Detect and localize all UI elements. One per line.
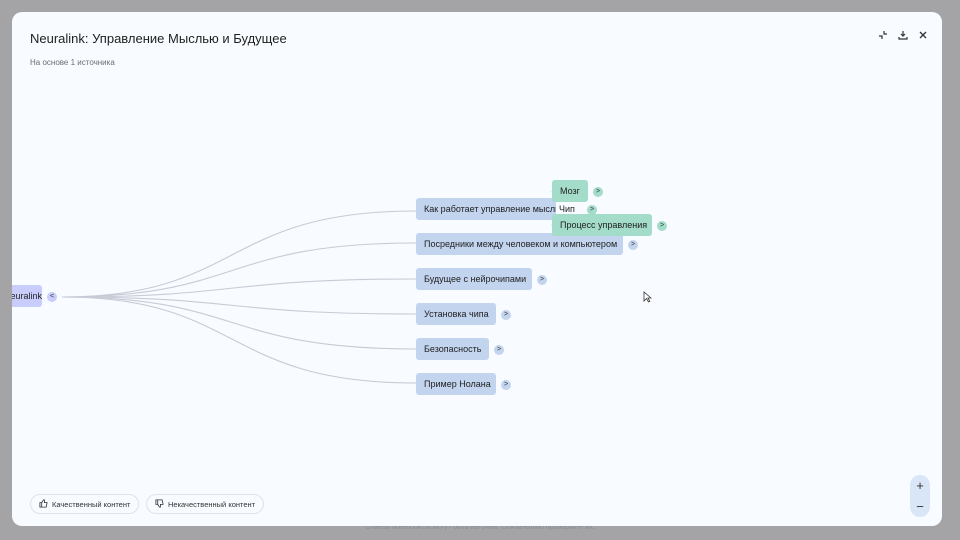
sub-node-brain[interactable]: Мозг <box>552 180 588 202</box>
mindmap-root-node[interactable]: Neuralink <box>12 285 42 307</box>
branch-node-control[interactable]: Как работает управление мыслью <box>416 198 556 220</box>
branch-toggle-intermediaries[interactable]: > <box>628 240 638 250</box>
sub-toggle-brain[interactable]: > <box>593 187 603 197</box>
branch-toggle-nolan[interactable]: > <box>501 380 511 390</box>
thumbs-down-icon <box>155 498 164 510</box>
mindmap-edges <box>61 190 555 384</box>
bad-content-button[interactable]: Некачественный контент <box>146 494 265 514</box>
mouse-pointer-icon <box>643 290 653 308</box>
sub-toggle-process[interactable]: > <box>657 221 667 231</box>
disclaimer-footer: Ответы NotebookLM могут быть неточны. Об… <box>365 524 595 531</box>
zoom-out-button[interactable]: − <box>916 499 924 514</box>
collapse-icon[interactable] <box>876 28 890 42</box>
close-icon[interactable] <box>916 28 930 42</box>
zoom-in-button[interactable]: + <box>916 478 924 493</box>
sub-node-chip[interactable]: Чип <box>559 204 575 214</box>
branch-toggle-future[interactable]: > <box>537 275 547 285</box>
download-icon[interactable] <box>896 28 910 42</box>
branch-toggle-safety[interactable]: > <box>494 345 504 355</box>
edge-branch-2 <box>61 242 417 298</box>
edge-branch-3 <box>61 278 417 298</box>
edge-branch-1 <box>61 210 417 298</box>
branch-node-installation[interactable]: Установка чипа <box>416 303 496 325</box>
source-count: На основе 1 источника <box>30 58 115 67</box>
branch-node-safety[interactable]: Безопасность <box>416 338 489 360</box>
edge-branch-5 <box>61 296 417 350</box>
edge-branch-6 <box>61 296 417 384</box>
sub-toggle-chip[interactable]: > <box>587 205 597 215</box>
branch-node-intermediaries[interactable]: Посредники между человеком и компьютером <box>416 233 623 255</box>
root-collapse-toggle[interactable]: < <box>47 292 57 302</box>
zoom-controls: + − <box>910 475 930 517</box>
edge-branch-4 <box>61 296 417 315</box>
branch-toggle-installation[interactable]: > <box>501 310 511 320</box>
sub-node-process[interactable]: Процесс управления <box>552 214 652 236</box>
good-content-button[interactable]: Качественный контент <box>30 494 140 514</box>
page-title: Neuralink: Управление Мыслью и Будущее <box>30 31 287 46</box>
dialog-actions <box>876 28 930 42</box>
mindmap-dialog: Neuralink: Управление Мыслью и Будущее Н… <box>12 12 942 526</box>
thumbs-up-icon <box>39 498 48 510</box>
branch-node-future[interactable]: Будущее с нейрочипами <box>416 268 532 290</box>
branch-node-nolan[interactable]: Пример Нолана <box>416 373 496 395</box>
